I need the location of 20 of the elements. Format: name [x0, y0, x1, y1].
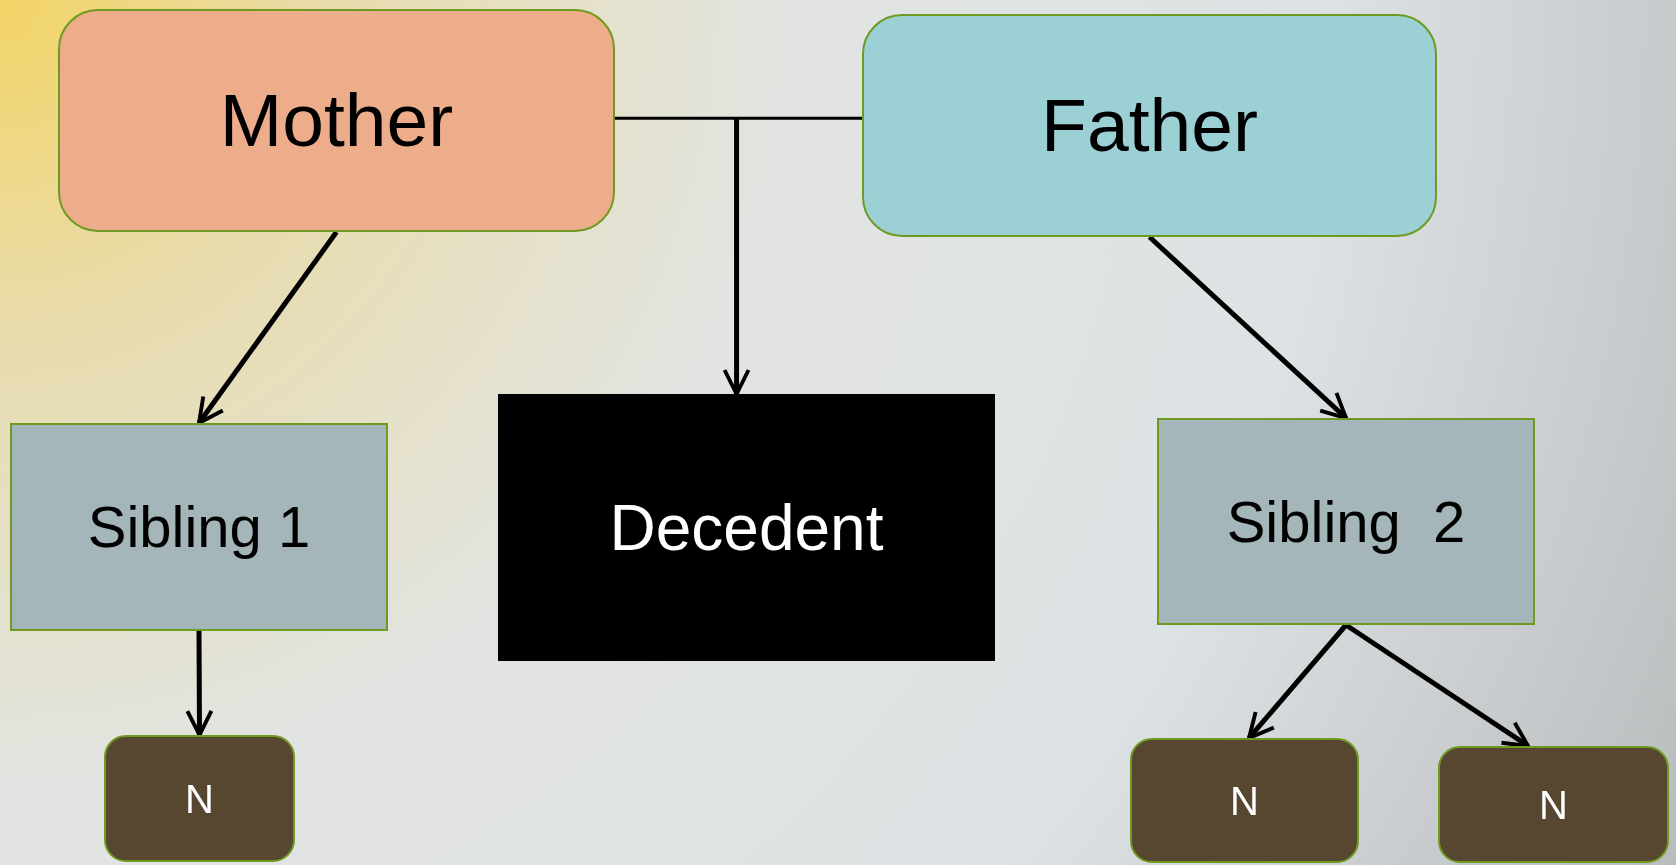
sibling-box — [10, 423, 388, 631]
child-box — [1130, 738, 1359, 863]
parent-box — [862, 14, 1437, 237]
node-label: N — [1539, 784, 1568, 825]
arrow — [185, 631, 214, 737]
arrow — [196, 230, 339, 425]
decedent-box — [498, 394, 995, 661]
arrow — [1147, 235, 1348, 420]
node-label: N — [185, 778, 214, 819]
node-label: Father — [1041, 88, 1258, 163]
connector-line — [615, 116, 862, 120]
node-label: N — [1230, 780, 1259, 821]
child-box — [1438, 746, 1669, 863]
parent-box — [58, 9, 615, 232]
arrow — [722, 118, 751, 396]
node-label: Decedent — [609, 495, 884, 560]
node-label: Mother — [219, 83, 454, 158]
arrow — [1247, 623, 1348, 740]
sibling-box — [1157, 418, 1535, 625]
child-box — [104, 735, 295, 862]
